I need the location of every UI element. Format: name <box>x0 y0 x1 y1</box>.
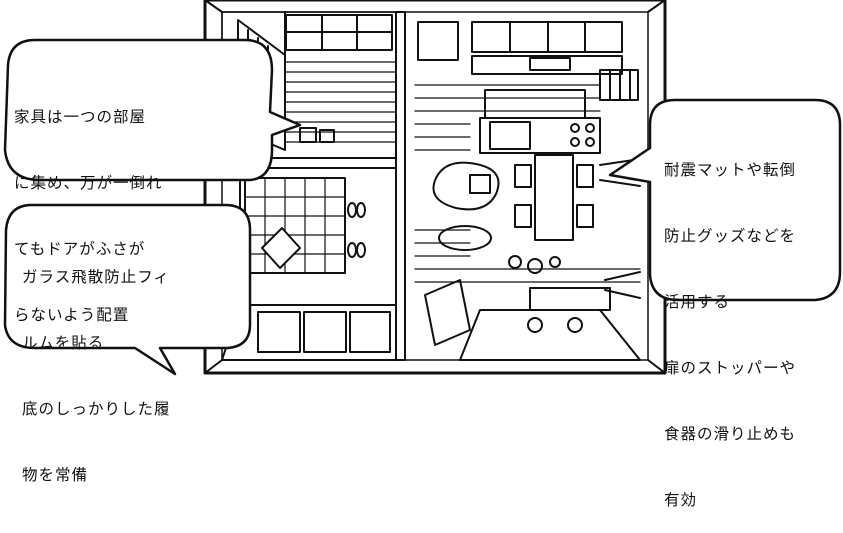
callout-line: 耐震マットや転倒 <box>664 159 796 181</box>
callout-line: 家具は一つの部屋 <box>14 106 163 128</box>
callout-line: 物を常備 <box>22 464 171 486</box>
callout-line: 底のしっかりした履 <box>22 398 171 420</box>
callout-quake-text: 耐震マットや転倒 防止グッズなどを 活用する 扉のストッパーや 食器の滑り止めも… <box>664 115 796 533</box>
callout-line: 有効 <box>664 489 796 511</box>
callout-line: ルムを貼る <box>22 332 171 354</box>
callout-line: 防止グッズなどを <box>664 225 796 247</box>
callout-line: 食器の滑り止めも <box>664 423 796 445</box>
callout-line: 活用する <box>664 291 796 313</box>
callout-line: に集め、万が一倒れ <box>14 172 163 194</box>
callout-line: 扉のストッパーや <box>664 357 796 379</box>
callout-line: ガラス飛散防止フィ <box>22 266 171 288</box>
callout-glass-text: ガラス飛散防止フィ ルムを貼る 底のしっかりした履 物を常備 <box>22 222 171 508</box>
right-room <box>415 22 640 360</box>
